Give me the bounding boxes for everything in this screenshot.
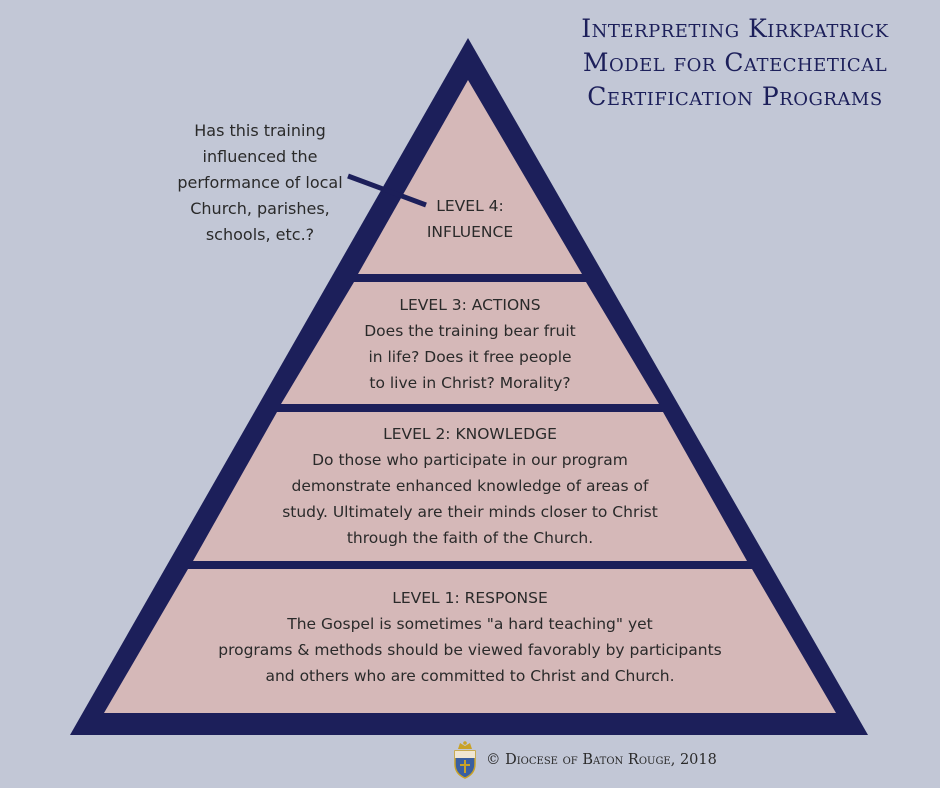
level-1-text: LEVEL 1: RESPONSE The Gospel is sometime…	[150, 585, 790, 689]
level-2-heading: LEVEL 2: KNOWLEDGE	[383, 425, 557, 443]
tier-level-4	[358, 80, 582, 274]
title-line: Certification Programs	[587, 82, 883, 111]
level-1-heading: LEVEL 1: RESPONSE	[392, 589, 548, 607]
title-line: Interpreting Kirkpatrick	[581, 14, 889, 43]
callout-line: schools, etc.?	[205, 225, 315, 244]
title-line: Model for Catechetical	[582, 48, 888, 77]
callout-line: influenced the	[202, 147, 318, 166]
level-2-text: LEVEL 2: KNOWLEDGE Do those who particip…	[220, 421, 720, 551]
level-3-line: to live in Christ? Morality?	[369, 374, 571, 392]
callout-line: Has this training	[194, 121, 326, 140]
level-2-line: demonstrate enhanced knowledge of areas …	[291, 477, 649, 495]
influence-callout: Has this training influenced the perform…	[150, 118, 370, 248]
tier-level-2	[193, 412, 747, 561]
level-1-line: The Gospel is sometimes "a hard teaching…	[287, 615, 653, 633]
level-2-line: study. Ultimately are their minds closer…	[282, 503, 658, 521]
level-3-line: in life? Does it free people	[368, 348, 572, 366]
callout-line: Church, parishes,	[190, 199, 330, 218]
level-4-heading: LEVEL 4:	[436, 197, 504, 215]
copyright-footer: © Diocese of Baton Rouge, 2018	[452, 738, 717, 782]
level-4-text: LEVEL 4: INFLUENCE	[395, 193, 545, 245]
level-1-line: programs & methods should be viewed favo…	[218, 641, 722, 659]
level-3-text: LEVEL 3: ACTIONS Does the training bear …	[300, 292, 640, 396]
callout-connector-line	[347, 173, 427, 208]
level-2-line: through the faith of the Church.	[346, 529, 594, 547]
tier-level-1	[104, 569, 836, 713]
tier-level-3	[281, 282, 659, 404]
level-4-subheading: INFLUENCE	[426, 223, 514, 241]
level-2-line: Do those who participate in our program	[312, 451, 628, 469]
diocese-crest-icon	[454, 741, 476, 779]
copyright-text: © Diocese of Baton Rouge, 2018	[486, 752, 717, 768]
level-3-line: Does the training bear fruit	[364, 322, 576, 340]
level-1-line: and others who are committed to Christ a…	[265, 667, 675, 685]
diagram-title: Interpreting Kirkpatrick Model for Catec…	[540, 12, 930, 114]
callout-line: performance of local	[177, 173, 343, 192]
level-3-heading: LEVEL 3: ACTIONS	[399, 296, 541, 314]
